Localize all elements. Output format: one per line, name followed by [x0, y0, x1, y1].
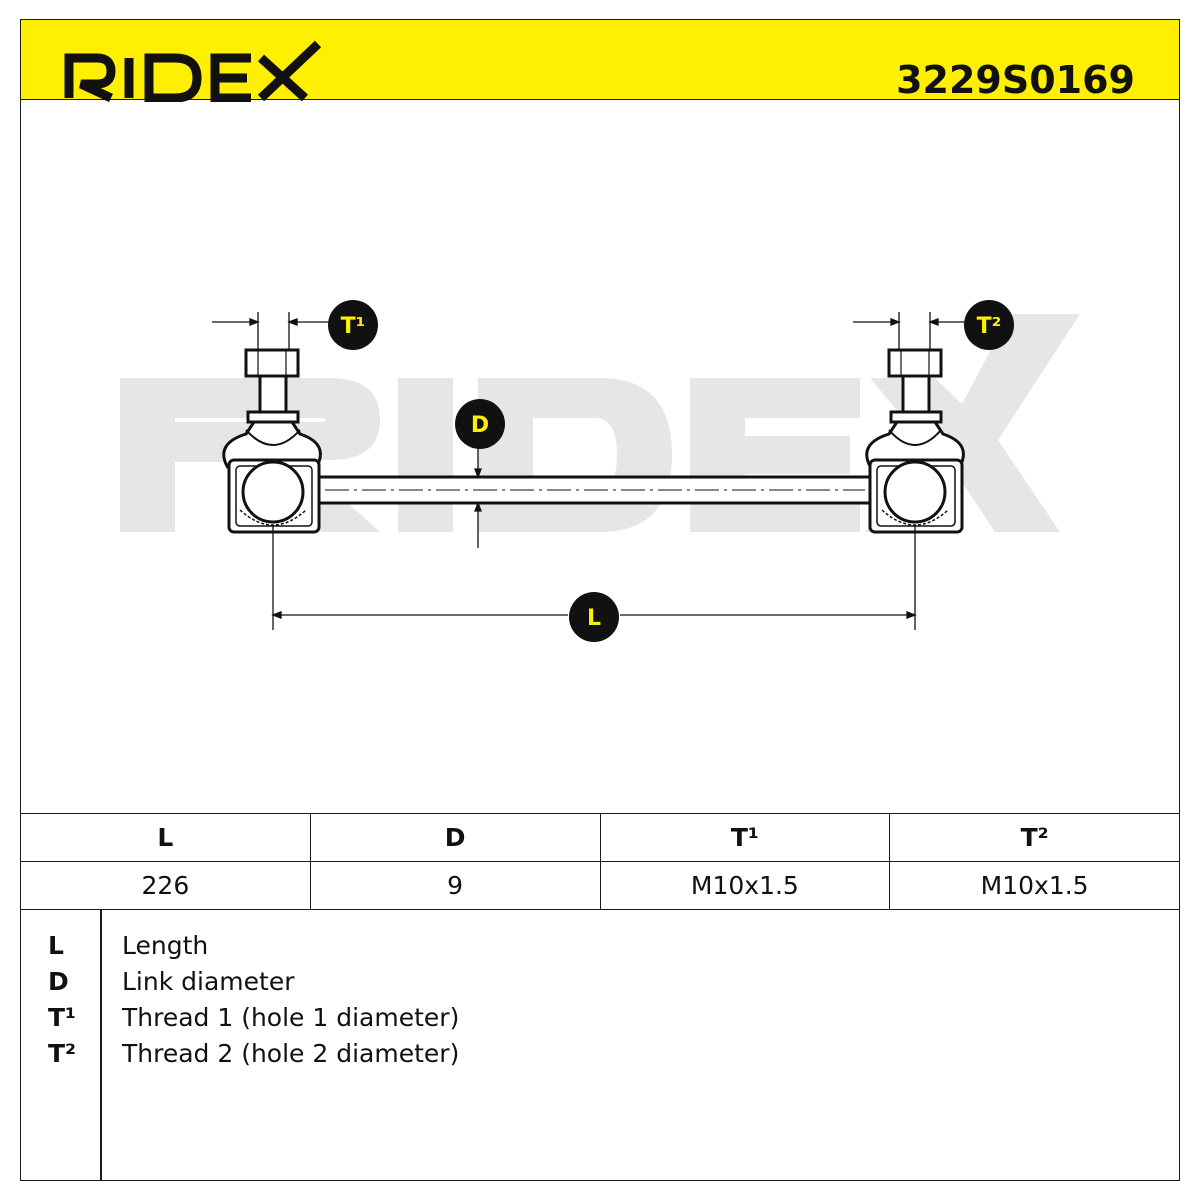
legend-divider: [100, 910, 102, 1181]
spec-header-l: L: [20, 813, 311, 862]
legend-description: Thread 2 (hole 2 diameter): [122, 1039, 460, 1068]
technical-drawing: T¹ T² D L: [120, 300, 1080, 642]
right-ball-joint: [865, 348, 965, 534]
spec-header-row: L D T¹ T²: [20, 813, 1180, 862]
spec-value-t1: M10x1.5: [599, 861, 891, 910]
legend-symbol: D: [48, 967, 69, 996]
spec-value-d: 9: [309, 861, 601, 910]
d-badge: D: [455, 399, 505, 449]
spec-header-d: D: [309, 813, 601, 862]
legend-description: Thread 1 (hole 1 diameter): [122, 1003, 460, 1032]
spec-value-row: 226 9 M10x1.5 M10x1.5: [20, 861, 1180, 910]
link-rod: [317, 475, 872, 505]
legend: L Length D Link diameter T¹ Thread 1 (ho…: [20, 910, 1180, 1181]
part-number: 3229S0169: [896, 58, 1135, 102]
l-dimension: [271, 525, 917, 630]
t1-badge: T¹: [328, 300, 378, 350]
spec-value-t2: M10x1.5: [889, 861, 1180, 910]
t2-dimension: [853, 312, 968, 355]
legend-item: D Link diameter: [20, 964, 1180, 1000]
legend-item: T² Thread 2 (hole 2 diameter): [20, 1036, 1180, 1072]
legend-description: Length: [122, 931, 209, 960]
legend-symbol: L: [48, 931, 64, 960]
t2-badge: T²: [964, 300, 1014, 350]
l-badge: L: [569, 592, 619, 642]
d-badge-label: D: [471, 413, 489, 438]
t2-badge-label: T²: [977, 314, 1002, 339]
spec-value-l: 226: [20, 861, 311, 910]
t1-dimension: [212, 312, 330, 355]
d-dimension: [474, 445, 482, 548]
legend-description: Link diameter: [122, 967, 295, 996]
spec-table: L D T¹ T² 226 9 M10x1.5 M10x1.5: [20, 813, 1180, 910]
legend-item: T¹ Thread 1 (hole 1 diameter): [20, 1000, 1180, 1036]
left-ball-joint: [222, 348, 322, 534]
legend-symbol: T¹: [48, 1003, 77, 1032]
legend-symbol: T²: [48, 1039, 77, 1068]
spec-header-t1: T¹: [599, 813, 891, 862]
l-badge-label: L: [587, 606, 601, 631]
t1-badge-label: T¹: [341, 314, 366, 339]
header-bar: 3229S0169: [20, 19, 1180, 102]
spec-header-t2: T²: [889, 813, 1180, 862]
legend-item: L Length: [20, 928, 1180, 964]
ridex-logo: [64, 40, 322, 102]
